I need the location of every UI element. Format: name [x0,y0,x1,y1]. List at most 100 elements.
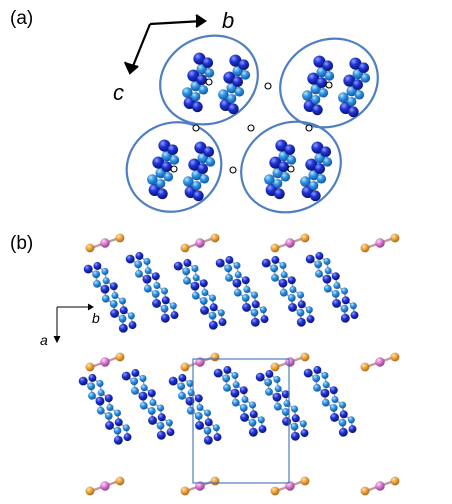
anion-central-atom [100,238,110,248]
atom-dark [311,104,323,116]
atom-dark [249,410,258,419]
atom-dark [156,430,166,440]
atom-dark [168,376,178,386]
anion-terminal-atom [180,486,190,496]
atom-light [279,288,288,297]
panel-b-axis-arrows [53,303,94,344]
anion-terminal-atom [210,352,220,362]
anion-terminal-atom [390,476,400,486]
atom-dark [232,278,242,288]
atom-dark [265,369,274,379]
donor-stack [173,258,227,330]
atom-dark [218,318,227,327]
atom-dark [329,412,340,423]
atom-dark [352,79,364,91]
anion-central-atom [100,357,110,367]
anion-terminal-atom [300,233,310,243]
atom-light [140,384,148,392]
atom-dark [250,317,260,327]
anion-central-atom [375,238,385,248]
atom-dark [225,255,234,265]
atom-dark [331,272,340,281]
atom-light [272,178,283,189]
anion-terminal-atom [85,243,95,253]
atom-dark [104,420,115,431]
dimer-group [240,120,342,214]
atom-light [324,267,332,275]
atom-light [204,68,215,78]
anion-terminal-atom [210,233,220,243]
atom-dark [313,365,322,375]
anion-central-atom [195,357,205,367]
atom-light [190,91,201,102]
atom-light [243,285,251,294]
atom-dark [147,389,156,398]
panel-b-axis-b-label: b [92,310,100,326]
inversion-center [325,81,333,89]
atom-dark [128,321,137,330]
atom-dark [161,296,170,305]
atom-light [182,276,191,285]
atom-light [360,73,371,83]
atom-dark [281,390,290,399]
anion-terminal-atom [270,486,280,496]
atom-light [289,285,297,294]
atom-light [340,304,349,313]
atom-dark [203,146,215,158]
atom-dark [350,311,359,320]
atom-dark [119,306,128,315]
atom-dark [296,317,306,327]
atom-dark [88,373,97,383]
atom-dark [151,298,162,309]
atom-light [101,267,109,276]
atom-light [96,406,105,415]
atom-dark [239,386,248,395]
atom-light [192,274,200,282]
anion-terminal-atom [115,476,125,486]
atom-dark [202,57,214,69]
atom-light [226,93,237,104]
panel-b-label: (b) [10,233,33,254]
atom-dark [309,190,321,202]
atom-dark [223,365,232,375]
atom-light [205,157,216,167]
atom-light [233,288,242,297]
atom-light [118,297,127,305]
atom-dark [196,74,208,86]
atom-light [241,395,249,404]
atom-dark [208,320,218,330]
atom-dark [109,308,120,319]
atom-light [234,87,245,97]
atom-dark [199,305,210,316]
atom-light [323,257,331,266]
atom-light [259,306,267,314]
atom-light [296,291,305,299]
atom-light [349,302,357,310]
anion-terminal-atom [390,233,400,243]
atom-light [338,418,347,427]
anion-terminal-atom [360,486,370,496]
atom-light [347,416,355,424]
anion [85,233,125,253]
atom-light [310,94,321,105]
atom-dark [278,278,288,288]
atom-dark [329,386,338,395]
atom-dark [284,144,296,156]
atom-light [191,180,202,191]
anion-terminal-atom [360,362,370,372]
atom-light [198,85,209,95]
atom-dark [272,392,282,402]
donor-stack [215,255,269,327]
atom-light [324,71,335,81]
atom-light [186,379,194,388]
atom-dark [203,435,213,445]
donor-stack [261,255,315,327]
atom-light [106,403,114,412]
atom-dark [142,274,152,284]
anion [85,476,125,496]
atom-light [233,261,241,270]
atom-dark [191,101,203,113]
donor-stack [213,365,267,437]
atom-light [232,381,240,389]
atom-light [212,424,220,432]
